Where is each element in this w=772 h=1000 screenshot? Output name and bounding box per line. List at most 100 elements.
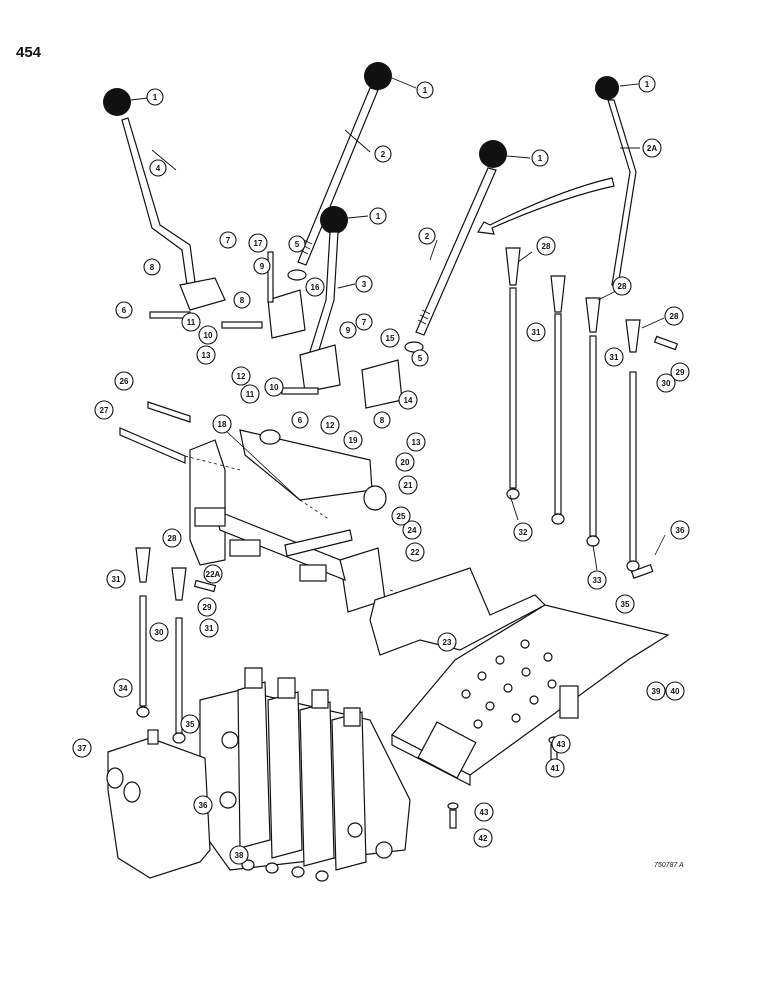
fitting-shape — [147, 729, 159, 745]
control-valve — [199, 667, 411, 882]
callout-label: 35 — [186, 720, 195, 729]
rod-33-shape — [589, 335, 597, 537]
callout-label: 26 — [120, 377, 129, 386]
callout-circle — [203, 564, 223, 584]
plate-tab-shape — [417, 721, 477, 779]
callout-label: 27 — [100, 406, 109, 415]
leader — [391, 77, 417, 89]
valve-section-shape — [267, 691, 303, 859]
callout-circle — [551, 734, 571, 754]
callout-circle — [391, 506, 411, 526]
callout-circle — [233, 291, 251, 309]
callout-bubble: 2 — [374, 145, 392, 163]
hole-shape — [473, 719, 483, 729]
callout-bubble: 6 — [115, 301, 133, 319]
rod-end-shape — [586, 535, 600, 547]
callout-label: 28 — [618, 282, 627, 291]
callout-bubble: 33 — [587, 570, 607, 590]
callout-circle — [231, 366, 251, 386]
callout-label: 28 — [168, 534, 177, 543]
lever-rod-shape — [297, 87, 379, 266]
callout-label: 39 — [652, 687, 661, 696]
leader — [509, 494, 519, 521]
knob-shape — [364, 62, 392, 90]
link-rods-right — [505, 247, 679, 579]
figure-code: 750787 A — [654, 862, 684, 869]
callout-label: 5 — [418, 354, 423, 363]
callout-circle — [72, 738, 92, 758]
callout-circle — [665, 681, 685, 701]
callout-label: 2A — [647, 144, 657, 153]
callout-label: 36 — [676, 526, 685, 535]
callout-bubble: 23 — [437, 632, 457, 652]
rod-shape — [554, 313, 562, 515]
callout-circle — [405, 542, 425, 562]
callout-bubble: 11 — [181, 312, 201, 332]
callout-label: 22A — [206, 570, 221, 579]
callouts: 11111222A3455667788899101011111212131314… — [72, 75, 690, 865]
callout-circle — [320, 415, 340, 435]
frame-block-shape — [299, 564, 327, 582]
pin-29-shape — [193, 579, 217, 593]
callout-circle — [149, 622, 169, 642]
callout-circle — [343, 430, 363, 450]
callout-label: 40 — [671, 687, 680, 696]
callout-circle — [180, 714, 200, 734]
callout-bubble: 13 — [196, 345, 216, 365]
spool-clevis-shape — [343, 707, 361, 727]
callout-label: 20 — [401, 458, 410, 467]
callout-label: 12 — [326, 421, 335, 430]
page-number: 454 — [16, 44, 42, 61]
callout-label: 22 — [411, 548, 420, 557]
valve-section-shape — [237, 681, 271, 849]
leader — [641, 317, 665, 329]
spool-clevis-shape — [244, 667, 263, 689]
callout-bubble: 34 — [113, 678, 133, 698]
shield-plate — [369, 567, 670, 786]
port-shape — [106, 767, 124, 789]
callout-bubble: 30 — [656, 373, 676, 393]
callout-label: 15 — [386, 334, 395, 343]
callout-bubble: 40 — [665, 681, 685, 701]
callout-circle — [106, 569, 126, 589]
callout-bubble: 10 — [198, 325, 218, 345]
pin-shape — [281, 387, 319, 395]
callout-bubble: 28 — [612, 276, 632, 296]
port-shape — [315, 870, 329, 882]
callout-circle — [355, 313, 373, 331]
callout-circle — [513, 522, 533, 542]
knob-shape — [320, 206, 348, 234]
callout-circle — [181, 312, 201, 332]
callout-circle — [406, 432, 426, 452]
callout-bubble: 28 — [664, 306, 684, 326]
hidden-line-shape — [184, 455, 331, 521]
port-shape — [265, 862, 279, 874]
callout-circle — [305, 277, 325, 297]
callout-circle — [437, 632, 457, 652]
callout-bubble: 31 — [106, 569, 126, 589]
callout-label: 38 — [235, 851, 244, 860]
callout-label: 13 — [202, 351, 211, 360]
callout-bubble: 2 — [418, 227, 436, 245]
rod-end-shape — [551, 513, 565, 525]
callout-label: 7 — [362, 318, 367, 327]
callout-bubble: 31 — [526, 322, 546, 342]
callout-label: 35 — [621, 600, 630, 609]
callout-label: 5 — [295, 240, 300, 249]
callout-circle — [115, 301, 133, 319]
clevis-shape — [505, 247, 521, 286]
callout-bubble: 12 — [320, 415, 340, 435]
rod-end-shape — [172, 732, 186, 744]
callout-bubble: 18 — [212, 414, 232, 434]
callout-bubble: 17 — [248, 233, 268, 253]
rod-shape — [629, 371, 637, 563]
callout-circle — [240, 384, 260, 404]
callout-label: 8 — [380, 416, 385, 425]
callout-label: 30 — [155, 628, 164, 637]
callout-label: 31 — [610, 353, 619, 362]
callout-circle — [545, 758, 565, 778]
callout-label: 28 — [670, 312, 679, 321]
callout-bubble: 36 — [670, 520, 690, 540]
callout-circle — [114, 371, 134, 391]
plate-bracket-shape — [559, 685, 579, 719]
